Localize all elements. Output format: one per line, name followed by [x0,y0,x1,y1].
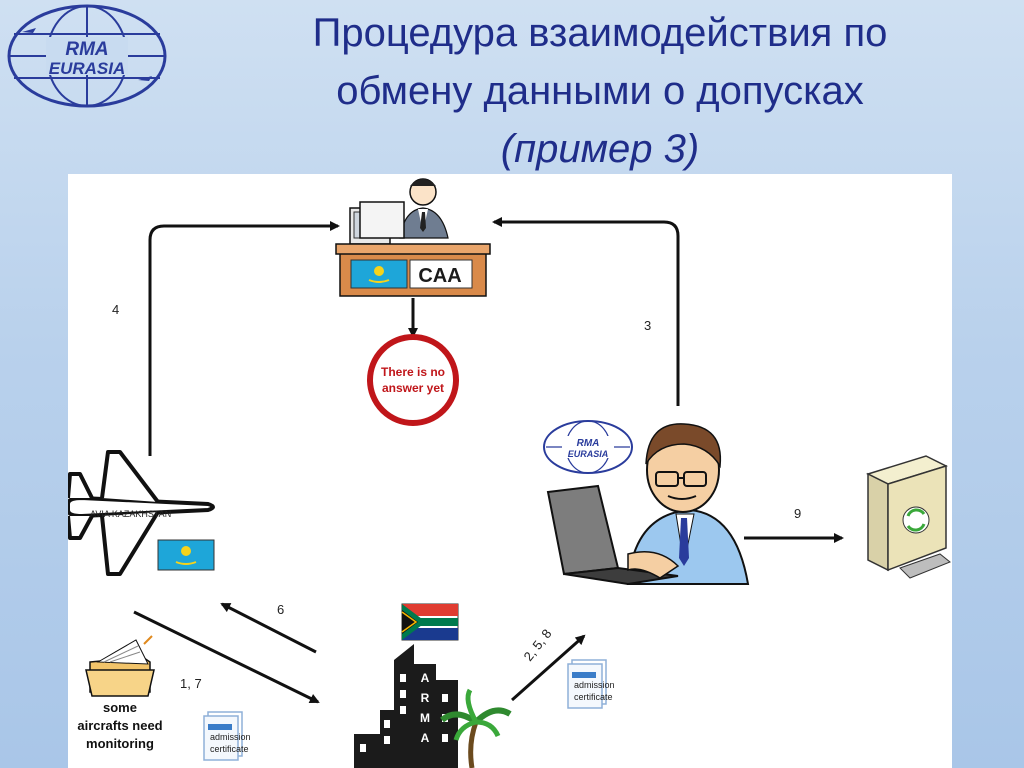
badge-text-rma: RMA [577,438,600,449]
title-line-1: Процедура взаимодействия по [312,11,888,55]
document-icon: admission certificate [203,711,251,761]
doc-label-1a: admission [210,732,251,742]
note-line-2: aircrafts need [77,718,162,733]
arrow-label-1-7: 1, 7 [180,676,202,691]
operator-laptop-icon [546,423,750,586]
logo-text-eurasia: EURASIA [49,59,126,78]
south-africa-flag-icon [401,603,459,641]
arma-building-icon: A R M A [354,644,458,768]
arma-letter-1: A [421,671,430,685]
folder-icon [85,635,155,697]
arrow-label-6: 6 [277,602,284,617]
note-line-1: some [103,700,137,715]
palm-tree-icon [440,688,512,768]
arrow-2-5-8 [511,634,586,702]
page-title: Процедура взаимодействия по обмену данны… [180,4,1020,178]
arrow-4 [148,221,340,456]
arma-letter-2: R [421,691,430,705]
caa-desk-icon: CAA [335,178,491,297]
arrow-3 [492,217,680,406]
title-line-3: (пример 3) [500,127,700,171]
bubble-line-2: answer yet [382,381,444,395]
bubble-line-1: There is no [381,365,445,379]
arrow-label-4: 4 [112,302,119,317]
rma-eurasia-badge: RMA EURASIA [543,420,633,474]
arrow-label-2-5-8: 2, 5, 8 [521,626,555,664]
arrow-1-7 [133,610,320,704]
arma-letter-3: M [420,711,430,725]
arma-letter-4: A [421,731,430,745]
document-icon: admission certificate [567,659,615,709]
arrow-label-3: 3 [644,318,651,333]
badge-text-eurasia: EURASIA [568,449,609,459]
caa-label: CAA [418,265,461,287]
logo-text-rma: RMA [65,39,108,60]
rma-eurasia-logo: RMA EURASIA [6,4,168,108]
note-line-3: monitoring [86,736,154,751]
title-line-2: обмену данными о допусках [336,69,864,113]
diagram-canvas: 4 3 CAA [68,174,952,768]
arrow-6 [220,602,317,654]
arrow-label-9: 9 [794,506,801,521]
doc-label-1b: certificate [210,744,249,754]
logo-globe-icon: RMA EURASIA [7,4,167,108]
interaction-diagram: 4 3 CAA [68,178,951,768]
kazakhstan-flag-icon [157,539,215,571]
no-answer-bubble: There is no answer yet [367,334,459,426]
doc-label-2a: admission [574,680,615,690]
plane-label: AVIA KAZAKHSTAN [90,509,171,519]
airplane-icon: AVIA KAZAKHSTAN [68,450,215,576]
server-icon [865,455,951,579]
doc-label-2b: certificate [574,692,613,702]
